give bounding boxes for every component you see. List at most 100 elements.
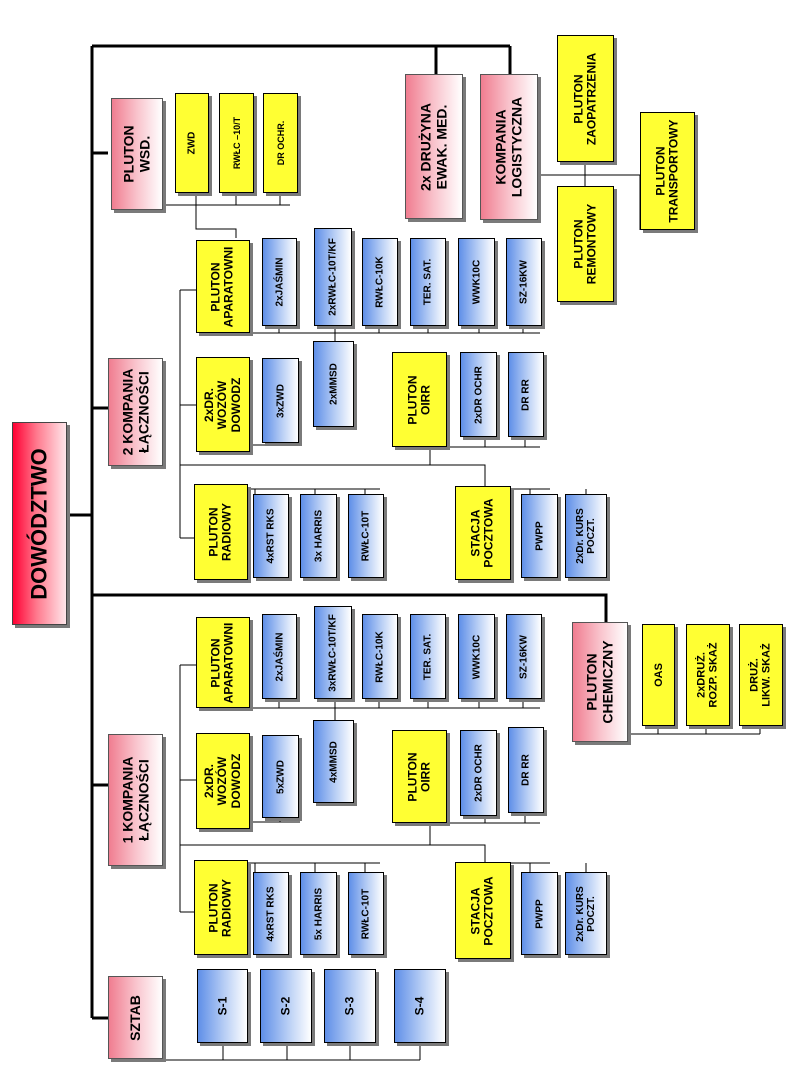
box-k1-drrr: DR RR xyxy=(508,727,544,813)
label-k1-tersat: TER. SAT. xyxy=(422,633,434,680)
label-s2: S-2 xyxy=(278,996,293,1016)
label-k2-jasmin: 2xJAŚMIN xyxy=(273,257,285,307)
label-k2-pwpp: PWPP xyxy=(533,521,545,551)
box-wsd-rwlc: RWŁC –10/T xyxy=(219,93,254,193)
label-k2-tersat: TER. SAT. xyxy=(422,258,434,306)
label-s3: S-3 xyxy=(342,996,357,1016)
label-druz-likw: DRUŻ. LIKW. SKAŻ xyxy=(748,643,773,707)
box-k2-rst: 4xRST RKS xyxy=(253,494,289,578)
label-pluton-zaopatrzenia: PLUTON ZAOPATRZENIA xyxy=(571,52,599,145)
label-k2-harris: 3x HARRIS xyxy=(312,509,324,563)
box-k2-tersat: TER. SAT. xyxy=(410,238,446,326)
box-k1-drochr: 2xDR OCHR xyxy=(460,730,497,816)
label-k2-wozow: 2xDR. WOZÓW DOWODZ xyxy=(201,377,243,432)
box-k2-pwpp: PWPP xyxy=(521,494,558,578)
box-pluton-zaopatrzenia: PLUTON ZAOPATRZENIA xyxy=(557,35,614,162)
box-kompania2: 2 KOMPANIA ŁĄCZNOŚCI xyxy=(108,358,163,466)
box-k2-rwlc10tkf: 2xRWŁC-10T/KF xyxy=(314,228,352,326)
label-k2-drrr: DR RR xyxy=(520,378,532,411)
label-k2-zwd: 3xZWD xyxy=(274,383,286,418)
label-k1-jasmin: 2xJAŚMIN xyxy=(273,632,285,681)
box-druz-likw: DRUŻ. LIKW. SKAŻ xyxy=(739,624,783,726)
label-k1-oirr: PLUTON OIRR xyxy=(405,751,433,802)
label-k1-aparatowni: PLUTON APARATOWNI xyxy=(208,622,236,703)
box-kompania1: 1 KOMPANIA ŁĄCZNOŚCI xyxy=(108,734,163,866)
box-pluton-wsd: PLUTON WSD. xyxy=(111,98,163,210)
box-k2-kurs: 2xDr. KURS POCZT. xyxy=(565,494,607,578)
label-k2-rwlc10k: RWŁC-10K xyxy=(374,256,386,308)
label-k1-kurs: 2xDr. KURS POCZT. xyxy=(574,885,597,942)
box-wsd-zwd: ZWD xyxy=(175,93,209,193)
box-druz-rozp: 2xDRUŻ. ROZP. SKAŻ xyxy=(686,624,730,726)
label-kompania2: 2 KOMPANIA ŁĄCZNOŚCI xyxy=(118,368,151,456)
label-k2-rwlc10tkf: 2xRWŁC-10T/KF xyxy=(327,238,339,316)
box-pluton-transportowy: PLUTON TRANSPORTOWY xyxy=(640,112,695,230)
box-s2: S-2 xyxy=(260,969,312,1043)
label-k1-stacja: STACJA POCZTOWA xyxy=(468,875,496,946)
label-wsd-drochr: DR OCHR. xyxy=(275,120,286,166)
label-k2-sz16kw: SZ-16KW xyxy=(518,260,530,304)
label-k1-pluton-radiowy: PLUTON RADIOWY xyxy=(206,878,234,937)
box-k2-pluton-radiowy: PLUTON RADIOWY xyxy=(194,484,248,580)
label-pluton-wsd: PLUTON WSD. xyxy=(120,125,152,183)
box-k2-zwd: 3xZWD xyxy=(262,358,299,443)
label-s1: S-1 xyxy=(214,996,229,1016)
label-k1-zwd: 5xZWD xyxy=(274,759,286,794)
label-k1-mmsd: 4xMMSD xyxy=(327,740,339,783)
label-druz-rozp: 2xDRUŻ. ROZP. SKAŻ xyxy=(695,642,720,708)
box-s3: S-3 xyxy=(324,969,376,1043)
label-k1-pwpp: PWPP xyxy=(533,898,545,929)
label-k1-rwlc10t: RWŁC-10T xyxy=(360,888,372,939)
label-wsd-zwd: ZWD xyxy=(186,131,198,155)
label-kompania-logistyczna: KOMPANIA LOGISTYCZNA xyxy=(492,96,524,198)
box-k1-rwlc10tkf: 3xRWŁC-10T/KF xyxy=(314,606,352,699)
box-k1-sz16kw: SZ-16KW xyxy=(506,614,542,699)
label-k1-rst: 4xRST RKS xyxy=(265,885,277,942)
box-k2-sz16kw: SZ-16KW xyxy=(506,238,542,326)
label-k1-rwlc10k: RWŁC-10K xyxy=(374,630,386,683)
label-pluton-chemiczny: PLUTON CHEMICZNY xyxy=(583,640,615,724)
label-pluton-transportowy: PLUTON TRANSPORTOWY xyxy=(653,119,681,223)
label-k2-oirr: PLUTON OIRR xyxy=(405,374,433,425)
label-k2-stacja: STACJA POCZTOWA xyxy=(468,498,496,568)
box-oas: OAS xyxy=(642,624,675,726)
box-k1-zwd: 5xZWD xyxy=(262,735,299,818)
box-k1-pluton-radiowy: PLUTON RADIOWY xyxy=(194,860,248,955)
box-k2-harris: 3x HARRIS xyxy=(300,494,337,578)
box-k1-kurs: 2xDr. KURS POCZT. xyxy=(565,872,607,955)
box-k1-wwk10c: WWK10C xyxy=(458,614,495,699)
box-k1-rst: 4xRST RKS xyxy=(253,872,289,955)
box-k2-oirr: PLUTON OIRR xyxy=(392,352,447,447)
box-k1-tersat: TER. SAT. xyxy=(410,614,446,699)
box-k1-rwlc10k: RWŁC-10K xyxy=(362,614,398,699)
box-kompania-logistyczna: KOMPANIA LOGISTYCZNA xyxy=(480,74,538,220)
label-pluton-remontowy: PLUTON REMONTOWY xyxy=(571,203,599,285)
label-k2-kurs: 2xDr. KURS POCZT. xyxy=(574,508,597,564)
box-wsd-drochr: DR OCHR. xyxy=(263,93,298,193)
box-k1-wozow: 2xDR. WOZÓW DOWODZ xyxy=(196,733,250,829)
label-k2-pluton-radiowy: PLUTON RADIOWY xyxy=(206,503,234,561)
box-k2-aparatowni: PLUTON APARATOWNI xyxy=(196,240,250,333)
box-k1-mmsd: 4xMMSD xyxy=(313,720,354,803)
label-oas: OAS xyxy=(652,663,665,687)
box-k2-rwlc10t: RWŁC-10T xyxy=(348,494,384,578)
label-k2-mmsd: 2xMMSD xyxy=(327,363,339,405)
box-pluton-chemiczny: PLUTON CHEMICZNY xyxy=(572,622,628,742)
label-s4: S-4 xyxy=(412,996,427,1016)
box-k1-harris: 5x HARRIS xyxy=(300,872,337,955)
label-k2-aparatowni: PLUTON APARATOWNI xyxy=(208,246,236,327)
label-k2-drochr: 2xDR OCHR xyxy=(472,365,484,424)
label-k1-drrr: DR RR xyxy=(520,754,532,786)
box-k2-wwk10c: WWK10C xyxy=(458,238,495,326)
box-s1: S-1 xyxy=(197,969,248,1043)
label-kompania1: 1 KOMPANIA ŁĄCZNOŚCI xyxy=(118,756,151,844)
box-k2-stacja: STACJA POCZTOWA xyxy=(455,486,511,580)
label-sztab: SZTAB xyxy=(126,994,143,1041)
box-k1-oirr: PLUTON OIRR xyxy=(392,730,447,823)
box-dowodztwo: DOWÓDZTWO xyxy=(12,422,67,625)
label-k1-drochr: 2xDR OCHR xyxy=(472,744,484,802)
box-k1-aparatowni: PLUTON APARATOWNI xyxy=(196,617,250,708)
box-s4: S-4 xyxy=(394,969,446,1043)
label-k2-rwlc10t: RWŁC-10T xyxy=(360,510,372,562)
